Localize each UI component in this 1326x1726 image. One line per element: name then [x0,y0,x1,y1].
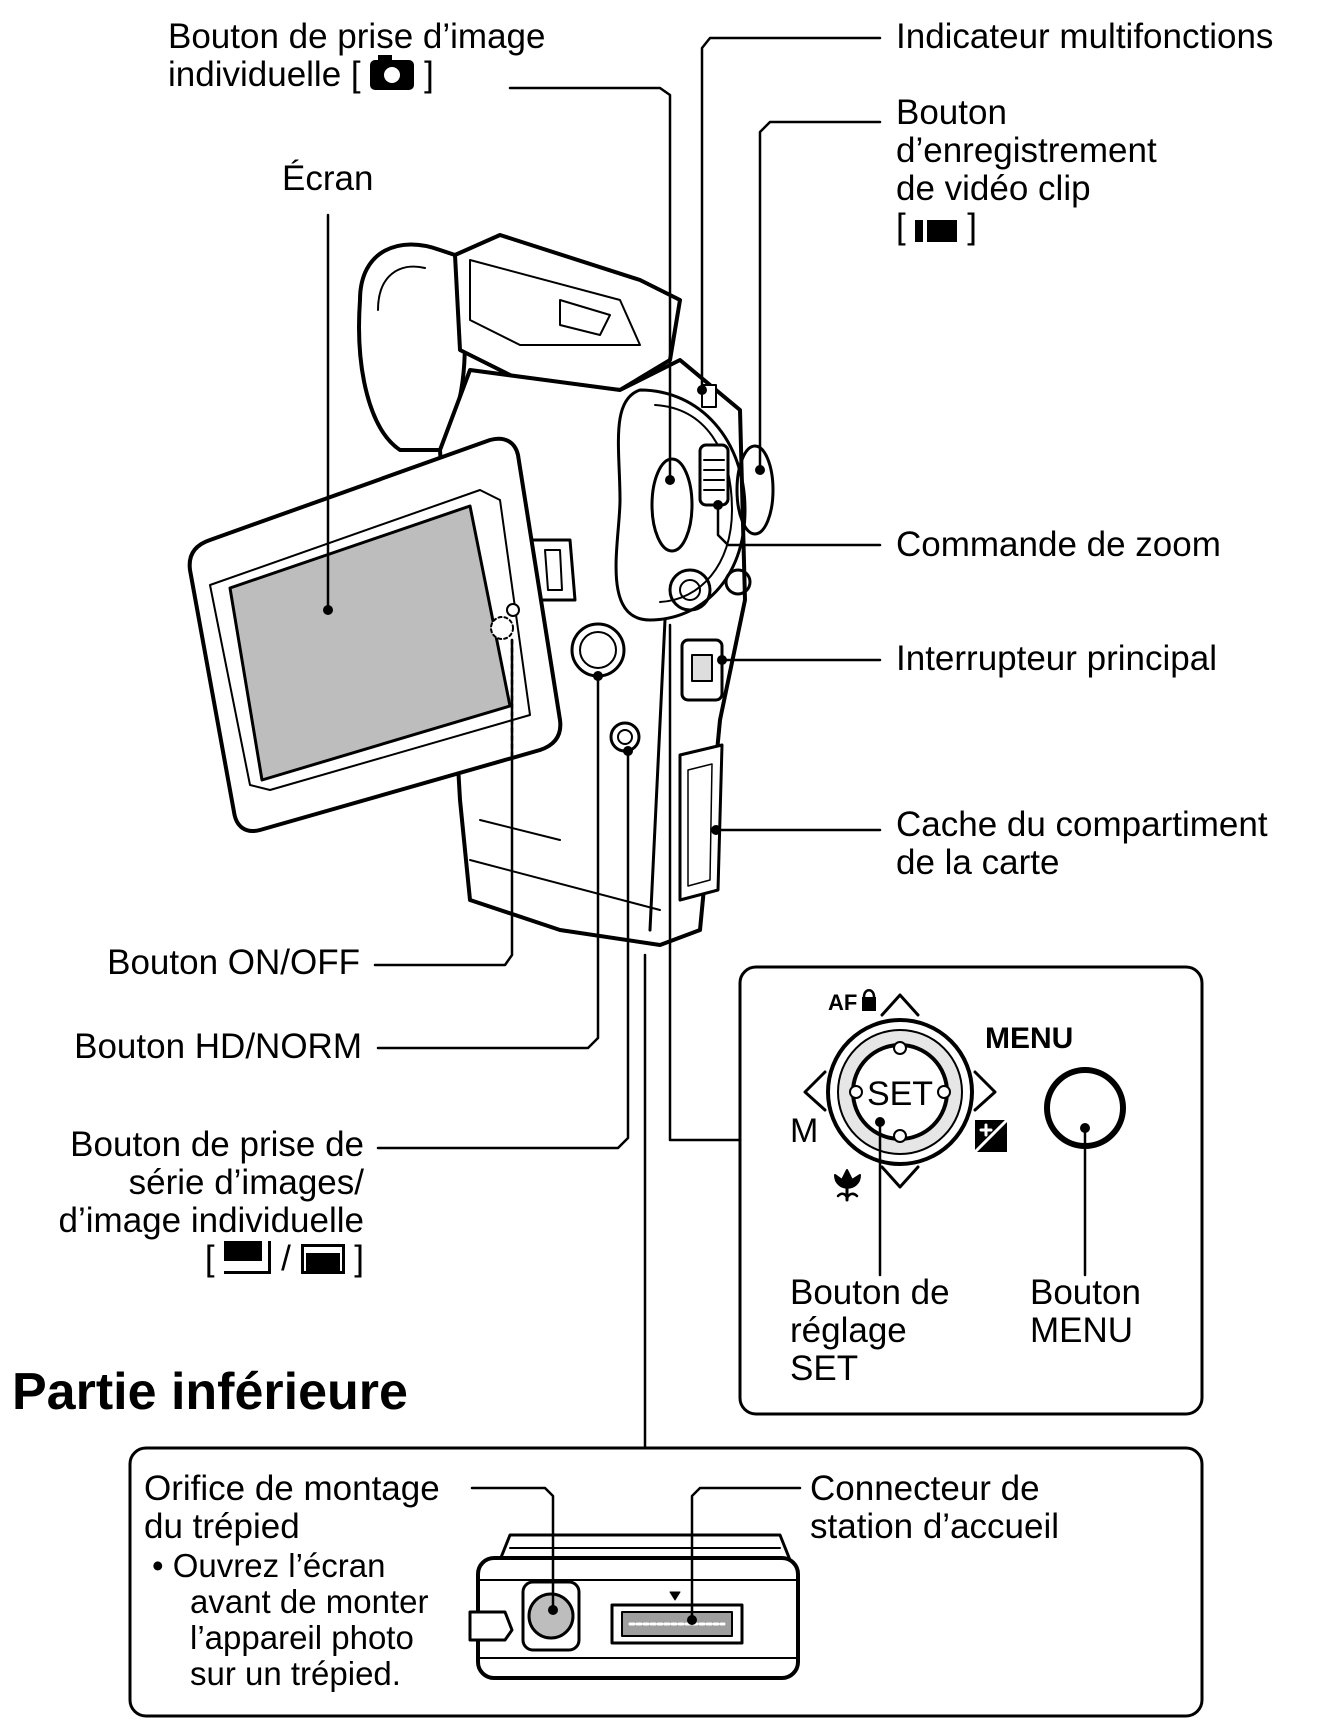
video-button-drawing [735,444,775,536]
label-line: Bouton de prise de [70,1125,364,1164]
label-line: Connecteur de [810,1469,1040,1508]
label-line: du trépied [144,1507,300,1546]
label-single-shot-button: Bouton de prise d’image individuelle [ ] [168,18,545,94]
leader-hd-norm [376,674,600,1050]
set-label: SET [867,1075,933,1113]
burst-shooting-icon [224,1241,272,1274]
label-line: Bouton [1030,1273,1141,1312]
label-line: SET [790,1349,859,1388]
zoom-lever-drawing [698,443,730,507]
label-line: individuelle [ [168,55,361,94]
burst-button-drawing [609,721,641,753]
label-line: [ [204,1239,215,1278]
label-line: d’image individuelle [58,1201,364,1240]
single-shot-button-drawing [650,457,694,553]
video-clip-icon [915,214,958,242]
label-line: ] [354,1239,364,1278]
label-menu-button: Bouton MENU [1030,1274,1141,1350]
label-screen: Écran [282,159,374,198]
label-line: station d’accueil [810,1507,1060,1546]
section-title: Partie inférieure [12,1363,408,1421]
bottom-view-box [128,1446,1204,1718]
label-zoom: Commande de zoom [896,525,1221,564]
label-dock: Connecteur de station d’accueil [810,1470,1059,1546]
label-line: de vidéo clip [896,169,1091,208]
label-card-cover: Cache du compartiment de la carte [896,806,1268,882]
af-label: AF [828,990,857,1015]
label-line: Bouton de prise d’image [168,17,546,56]
label-hd-norm: Bouton HD/NORM [74,1027,362,1066]
camera-bottom-drawing [468,1533,800,1680]
label-line: d’enregistrement [896,131,1157,170]
leader-tripod [470,1486,555,1612]
down-arrow-icon [880,1165,920,1189]
label-line: [ [896,207,906,246]
right-arrow-icon [973,1070,997,1112]
leader-single-shot [508,86,672,482]
label-burst-button: Bouton de prise de série d’images/ d’ima… [20,1126,364,1278]
label-line: Bouton [896,93,1007,132]
manual-label: M [790,1112,818,1150]
label-tripod: Orifice de montage du trépied [144,1470,440,1546]
label-line: Bouton de [790,1273,950,1312]
label-line: / [281,1239,291,1278]
note-line: sur un trépied. [190,1655,401,1692]
label-multi-indicator: Indicateur multifonctions [896,17,1274,56]
leader-zoom [716,503,882,547]
label-line: de la carte [896,843,1060,882]
label-video-button: Bouton d’enregistrement de vidéo clip [ … [896,94,1157,246]
viewfinder [453,233,682,392]
tulip-macro-icon [834,1169,861,1202]
label-set-button: Bouton de réglage SET [790,1274,950,1388]
camera-icon [370,55,415,90]
lcd-screen-drawing [187,436,563,833]
control-inset-box [738,965,1204,1416]
up-arrow-icon [880,993,920,1017]
note-line: l’appareil photo [190,1619,414,1656]
note-line: • Ouvrez l’écran [152,1547,386,1584]
leader-indicator [700,36,882,392]
label-line: Cache du compartiment [896,805,1268,844]
set-dial [803,993,997,1189]
note-line: avant de monter [190,1583,429,1620]
label-line: série d’images/ [128,1163,364,1202]
label-line: MENU [1030,1311,1134,1350]
lock-icon [862,989,876,1011]
lens-barrel [357,242,467,452]
exposure-compensation-icon [973,1118,1009,1154]
on-off-button-drawing [490,616,514,640]
leader-video [758,120,882,472]
leader-on-off [373,638,514,967]
label-on-off: Bouton ON/OFF [107,943,360,982]
label-line: ] [424,55,434,94]
label-line: ] [967,207,977,246]
leader-burst [376,749,630,1150]
label-main-switch: Interrupteur principal [896,639,1217,678]
leader-dock [690,1486,802,1622]
label-line: Orifice de montage [144,1469,440,1508]
single-frame-icon [300,1244,345,1274]
tripod-note: • Ouvrez l’écran avant de monter l’appar… [152,1548,428,1692]
leader-rear-panel [668,623,742,1142]
label-line: réglage [790,1311,907,1350]
card-cover-drawing [678,743,724,902]
left-arrow-icon [803,1070,827,1112]
menu-word: MENU [985,1022,1073,1055]
